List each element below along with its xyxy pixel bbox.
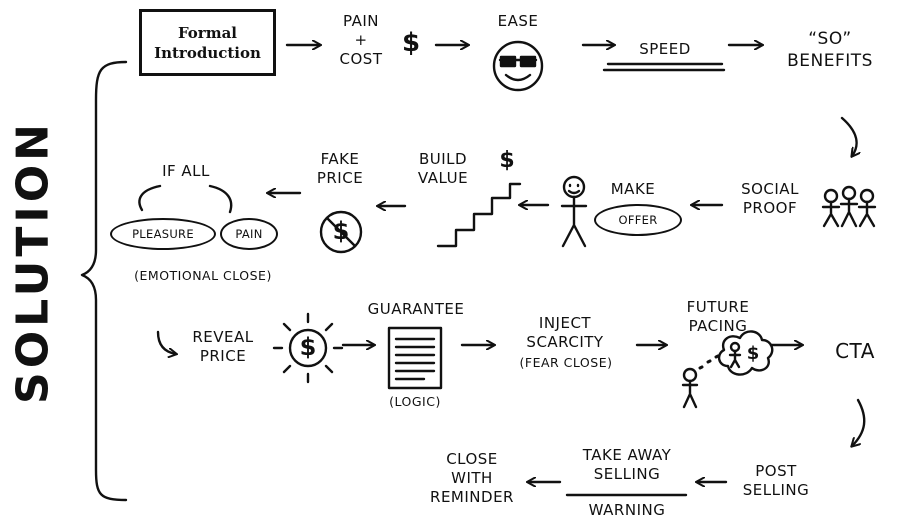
close-with-reminder-label: CLOSE WITH REMINDER (430, 450, 514, 506)
ease-label: EASE (497, 12, 539, 30)
post-selling-label: POST SELLING (742, 462, 810, 499)
social-proof-label: SOCIAL PROOF (741, 180, 799, 217)
inject-scarcity-label: INJECT SCARCITY (526, 314, 604, 351)
bubble-dollar-sign: $ (746, 343, 760, 364)
pleasure-oval: PLEASURE (110, 218, 216, 250)
stick-figure-offer (560, 175, 588, 248)
so-benefits-label: “SO” BENEFITS (787, 29, 873, 71)
build-value-label: BUILD VALUE (417, 150, 469, 187)
sun-dollar-sign: $ (299, 333, 317, 361)
arrow-so-to-social (840, 116, 857, 156)
emotional-close-label: (EMOTIONAL CLOSE) (134, 268, 272, 283)
dollar-sign: $ (401, 28, 421, 58)
sun-rays (272, 312, 344, 384)
speed-label: SPEED (639, 40, 691, 58)
take-away-selling-label: TAKE AWAY SELLING (582, 446, 672, 483)
formal-introduction-box: Formal Introduction (139, 9, 276, 76)
guarantee-label: GUARANTEE (367, 300, 465, 318)
reveal-price-label: REVEAL PRICE (192, 328, 254, 365)
arrow-emotional-to-reveal (156, 330, 176, 354)
solution-brace (80, 60, 128, 502)
guarantee-document (387, 326, 443, 390)
bubble-figure (728, 341, 742, 369)
crossed-dollar: $ (332, 217, 350, 245)
ease-face (492, 40, 544, 92)
ifall-left-curve (138, 184, 162, 212)
ifall-right-curve (208, 184, 233, 214)
build-dollar-sign: $ (499, 148, 515, 173)
thought-dots (698, 354, 720, 370)
arrow-cta-to-post (852, 398, 866, 446)
solution-label: SOLUTION (7, 120, 59, 404)
warning-label: WARNING (588, 501, 666, 519)
pain-cost-label: PAIN + COST (339, 12, 383, 68)
future-figure (681, 367, 699, 409)
fake-price-label: FAKE PRICE (316, 150, 364, 187)
cta-label: CTA (835, 339, 875, 363)
if-all-label: IF ALL (162, 162, 210, 180)
future-pacing-label: FUTURE PACING (686, 298, 750, 335)
logic-label: (LOGIC) (389, 394, 441, 409)
no-dollar-circle (319, 210, 363, 254)
value-staircase (436, 182, 522, 248)
thought-bubble (717, 330, 774, 376)
pain-oval: PAIN (220, 218, 278, 250)
offer-oval: OFFER (594, 204, 682, 236)
make-label: MAKE (610, 180, 656, 198)
fear-close-label: (FEAR CLOSE) (519, 355, 613, 370)
crowd-figures (821, 185, 877, 228)
